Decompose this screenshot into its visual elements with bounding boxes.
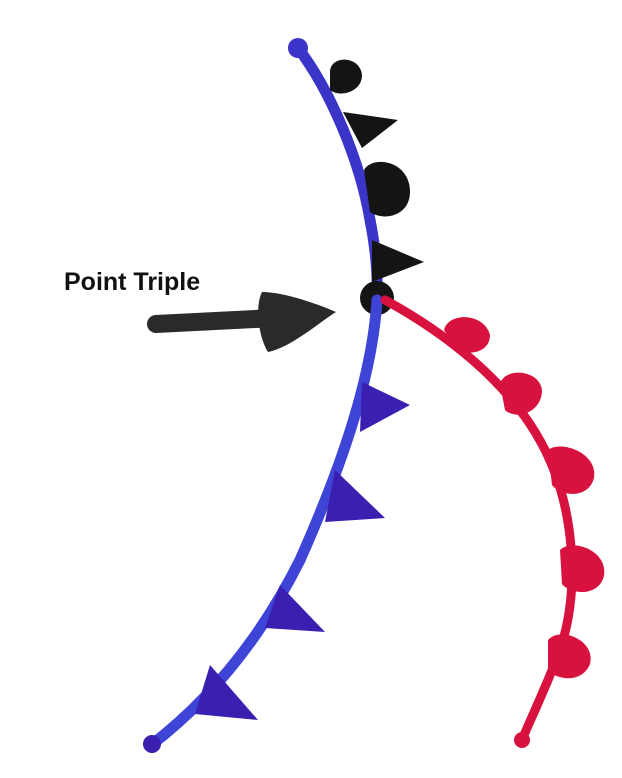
warm-front-end-dot bbox=[514, 732, 530, 748]
front-start-dot bbox=[288, 38, 308, 58]
pointer-arrow bbox=[147, 292, 336, 352]
occluded-semicircle bbox=[330, 59, 362, 94]
occluded-triangle bbox=[372, 240, 424, 282]
occluded-triangle bbox=[343, 112, 398, 148]
warm-front-semicircle bbox=[444, 317, 490, 353]
arrow-head bbox=[258, 292, 336, 352]
warm-front bbox=[380, 295, 605, 748]
warm-front-semicircle bbox=[500, 372, 542, 415]
cold-front-triangle bbox=[325, 470, 385, 522]
warm-front-semicircle bbox=[548, 634, 591, 679]
cold-front-triangle bbox=[360, 382, 410, 432]
cold-front bbox=[143, 294, 410, 753]
cold-front-triangle bbox=[265, 585, 325, 632]
cold-front-end-dot bbox=[143, 735, 161, 753]
occluded-semicircle bbox=[364, 161, 410, 217]
triple-point-label: Point Triple bbox=[64, 268, 201, 296]
cold-front-line bbox=[144, 294, 383, 752]
warm-front-line bbox=[380, 295, 577, 745]
occluded-front bbox=[288, 38, 424, 315]
warm-front-semicircle bbox=[548, 446, 595, 494]
arrow-shaft bbox=[147, 309, 284, 333]
cold-front-triangle bbox=[195, 665, 258, 720]
warm-front-semicircle bbox=[560, 545, 605, 593]
